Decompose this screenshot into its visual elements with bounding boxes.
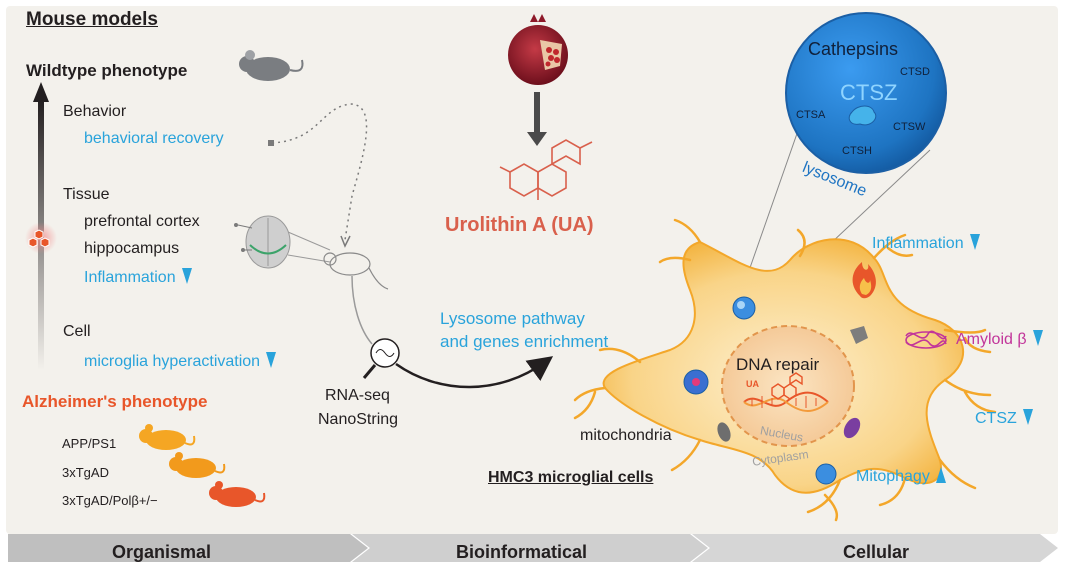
brain-icon bbox=[234, 215, 291, 269]
lysosome-zoom-circle bbox=[785, 12, 947, 174]
behavior-heading: Behavior bbox=[63, 103, 127, 120]
cell-heading: Cell bbox=[63, 323, 91, 340]
model-3xtgad: 3xTgAD bbox=[62, 465, 109, 480]
stage-bioinformatical: Bioinformatical bbox=[456, 542, 588, 562]
ctsz-lysosome-label: CTSZ bbox=[840, 80, 898, 105]
cathepsins-title: Cathepsins bbox=[808, 39, 899, 59]
mitochondria-label: mitochondria bbox=[580, 427, 672, 444]
decrease-arrow-icon bbox=[266, 352, 277, 368]
app-ps1-mouse-icon bbox=[139, 424, 196, 450]
increase-arrow-icon bbox=[935, 467, 946, 483]
outline-mouse-icon bbox=[323, 252, 389, 290]
prefrontal-cortex-label: prefrontal cortex bbox=[84, 213, 200, 230]
hmc3-cell-label: HMC3 microglial cells bbox=[488, 469, 654, 486]
amyloid-text: Amyloid β bbox=[956, 331, 1027, 348]
decrease-arrow-icon bbox=[969, 234, 980, 250]
cell-inflammation-label: Inflammation bbox=[872, 234, 980, 252]
decrease-arrow-icon bbox=[181, 268, 192, 284]
dna-repair-label: DNA repair bbox=[736, 355, 820, 374]
microglia-hyperactivation-text: microglia hyperactivation bbox=[84, 353, 261, 370]
tissue-inflammation-text: Inflammation bbox=[84, 269, 176, 286]
behavior-dotted-link bbox=[271, 103, 368, 241]
tissue-heading: Tissue bbox=[63, 186, 110, 203]
urolithin-a-label: Urolithin A (UA) bbox=[445, 214, 594, 236]
ctsz-outcome-text: CTSZ bbox=[975, 410, 1017, 427]
cell-inflammation-text: Inflammation bbox=[872, 235, 964, 252]
tissue-inflammation-label: Inflammation bbox=[84, 268, 192, 286]
decrease-arrow-icon bbox=[1022, 409, 1033, 425]
ctsw-label: CTSW bbox=[893, 121, 926, 133]
inflammation-flame-icon bbox=[852, 262, 876, 299]
3xtgad-polb-mouse-icon bbox=[209, 481, 266, 507]
hippocampus-label: hippocampus bbox=[84, 240, 180, 257]
ctsd-label: CTSD bbox=[900, 66, 930, 78]
mitophagy-label: Mitophagy bbox=[856, 467, 946, 485]
ctsh-label: CTSH bbox=[842, 145, 872, 157]
amyloid-tangle-icon bbox=[905, 330, 947, 349]
behavioral-recovery-label: behavioral recovery bbox=[84, 130, 224, 147]
pomegranate-icon bbox=[508, 14, 568, 85]
3xtgad-mouse-icon bbox=[169, 452, 226, 478]
rna-seq-label: RNA-seq bbox=[325, 387, 390, 404]
ctsz-outcome-label: CTSZ bbox=[975, 409, 1033, 427]
ua-nucleus-label: UA bbox=[746, 379, 759, 389]
stage-cellular: Cellular bbox=[843, 542, 910, 562]
microglia-hyperactivation-label: microglia hyperactivation bbox=[84, 352, 277, 370]
model-3xtgad-polb: 3xTgAD/Polβ+/− bbox=[62, 493, 158, 508]
lysosome-pathway-line2: and genes enrichment bbox=[440, 332, 609, 351]
stage-organismal: Organismal bbox=[112, 542, 212, 562]
mitophagy-text: Mitophagy bbox=[856, 468, 930, 485]
ctsa-label: CTSA bbox=[796, 109, 826, 121]
amyloid-label: Amyloid β bbox=[956, 330, 1043, 348]
microglial-cell bbox=[573, 218, 997, 522]
panel-title: Mouse models bbox=[26, 9, 158, 30]
wildtype-phenotype-label: Wildtype phenotype bbox=[26, 61, 188, 80]
alzheimers-phenotype-label: Alzheimer's phenotype bbox=[22, 392, 208, 411]
magnifier-icon bbox=[362, 338, 400, 379]
model-app-ps1: APP/PS1 bbox=[62, 436, 117, 451]
analysis-arrow bbox=[395, 356, 554, 389]
urolithin-a-structure bbox=[499, 139, 593, 200]
lysosome-pathway-line1: Lysosome pathway bbox=[440, 309, 585, 328]
wildtype-mouse-icon bbox=[239, 50, 304, 81]
nanostring-label: NanoString bbox=[318, 411, 399, 428]
phenotype-axis-arrow bbox=[25, 82, 57, 370]
pomegranate-to-ua-arrow bbox=[527, 92, 547, 146]
decrease-arrow-icon bbox=[1032, 330, 1043, 346]
